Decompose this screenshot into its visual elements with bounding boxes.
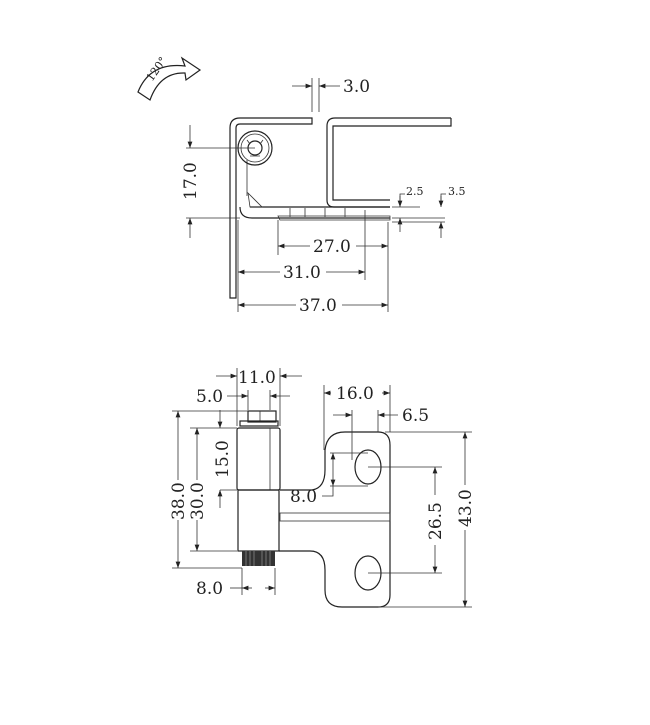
rotation-label: 120°	[144, 55, 170, 84]
dim-gap: 3.0	[343, 77, 370, 97]
dim-barrel-height: 30.0	[188, 482, 208, 520]
front-dimensions: 11.0 5.0 15.0 38.0 30.0 16.0	[169, 368, 476, 608]
dim-mid-length: 31.0	[283, 263, 321, 283]
top-dimensions: 3.0 17.0 27.0 31.0 37.0 2.5	[181, 77, 466, 316]
dim-pin-width: 5.0	[196, 387, 223, 407]
dim-slot-height: 8.0	[290, 487, 317, 507]
dim-thickness-1: 2.5	[406, 185, 424, 198]
rotation-arrow-icon: 120°	[137, 55, 202, 101]
front-view: 11.0 5.0 15.0 38.0 30.0 16.0	[169, 368, 476, 608]
dim-total-length: 37.0	[299, 296, 337, 316]
dim-leaf-width: 16.0	[336, 384, 374, 404]
dim-hole-offset: 6.5	[402, 406, 429, 426]
dim-hole-pitch: 26.5	[426, 502, 446, 540]
dim-barrel-width: 11.0	[238, 368, 276, 388]
dim-upper-height: 15.0	[213, 440, 233, 478]
top-view: 120° 3.0 1	[137, 55, 466, 316]
dim-plate-length: 27.0	[313, 237, 351, 257]
dim-knurl-width: 8.0	[196, 579, 223, 599]
hinge-leaf	[279, 431, 391, 608]
dim-total-height: 38.0	[169, 482, 189, 520]
hinge-top-outline	[229, 117, 452, 299]
dim-height: 17.0	[181, 162, 201, 200]
hinge-barrel	[236, 410, 281, 566]
dim-leaf-height: 43.0	[456, 489, 476, 527]
dim-thickness-2: 3.5	[448, 185, 466, 198]
